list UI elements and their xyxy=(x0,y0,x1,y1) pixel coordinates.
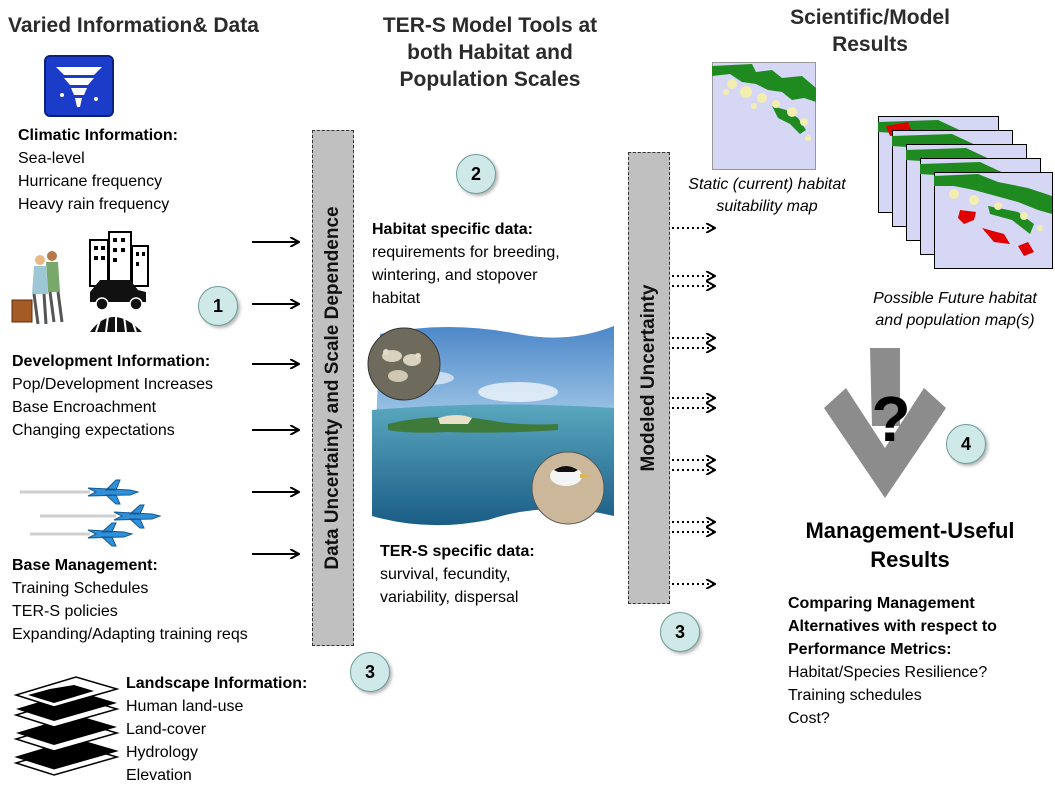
static-map-caption: Static (current) habitat suitability map xyxy=(676,174,858,218)
management-item: Training schedules xyxy=(788,687,922,704)
heading-varied-information: Varied Information& Data xyxy=(8,14,259,37)
habitat-title: Habitat specific data: xyxy=(372,221,533,238)
heading-scientific-results-line: Scientific/Model xyxy=(790,6,950,29)
base-management: Base Management: Training Schedules TER-… xyxy=(12,554,248,646)
heading-model-tools-line: Population Scales xyxy=(399,68,581,91)
question-mark: ? xyxy=(871,383,911,455)
future-map-caption-line: and population map(s) xyxy=(875,312,1035,329)
habitat-line: habitat xyxy=(372,290,421,307)
static-habitat-map xyxy=(712,62,816,170)
management-subtitle-line: Comparing Management xyxy=(788,595,975,612)
heading-model-tools: TER-S Model Tools at both Habitat and Po… xyxy=(350,12,630,93)
future-habitat-maps xyxy=(878,116,1053,269)
ters-line: survival, fecundity, xyxy=(380,566,511,583)
habitat-line: wintering, and stopover xyxy=(372,267,538,284)
step-badge-1: 1 xyxy=(198,286,238,326)
management-item: Habitat/Species Resilience? xyxy=(788,664,988,681)
heading-model-tools-line: TER-S Model Tools at xyxy=(382,14,598,37)
development-item: Changing expectations xyxy=(12,422,175,439)
base-management-item: Training Schedules xyxy=(12,580,149,597)
heading-model-tools-line: both Habitat and xyxy=(407,41,573,64)
landscape-item: Elevation xyxy=(126,767,192,784)
landscape-item: Human land-use xyxy=(126,698,244,715)
management-item: Cost? xyxy=(788,710,830,727)
ters-title: TER-S specific data: xyxy=(380,543,535,560)
landscape-item: Land-cover xyxy=(126,721,207,738)
management-title-line: Results xyxy=(870,547,950,572)
future-map-caption-line: Possible Future habitat xyxy=(873,290,1037,307)
tornado-icon xyxy=(44,55,114,117)
climatic-item: Hurricane frequency xyxy=(18,173,163,190)
base-management-item: TER-S policies xyxy=(12,603,118,620)
development-title: Development Information: xyxy=(12,353,211,370)
static-map-caption-line: suitability map xyxy=(716,198,818,215)
habitat-photo xyxy=(367,326,614,526)
management-title: Management-Useful Results xyxy=(770,516,1050,574)
climatic-item: Heavy rain frequency xyxy=(18,196,170,213)
ters-line: variability, dispersal xyxy=(380,589,519,606)
management-subtitle-line: Performance Metrics: xyxy=(788,641,952,658)
development-item: Pop/Development Increases xyxy=(12,376,213,393)
development-information: Development Information: Pop/Development… xyxy=(12,350,213,442)
development-item: Base Encroachment xyxy=(12,399,157,416)
landscape-item: Hydrology xyxy=(126,744,199,761)
habitat-specific-data: Habitat specific data: requirements for … xyxy=(372,218,560,310)
climatic-title: Climatic Information: xyxy=(18,127,179,144)
future-map-sheet xyxy=(934,172,1053,269)
fighter-jets-icon xyxy=(20,479,162,547)
climatic-item: Sea-level xyxy=(18,150,85,167)
climatic-information: Climatic Information: Sea-level Hurrican… xyxy=(18,124,178,216)
ters-specific-data: TER-S specific data: survival, fecundity… xyxy=(380,540,535,609)
heading-scientific-results: Scientific/Model Results xyxy=(740,4,1000,58)
future-map-caption: Possible Future habitat and population m… xyxy=(856,288,1054,332)
data-uncertainty-label: Data Uncertainty and Scale Dependence xyxy=(322,206,343,570)
modeled-uncertainty-label: Modeled Uncertainty xyxy=(638,284,659,472)
step-badge-4: 4 xyxy=(946,424,986,464)
landscape-information: Landscape Information: Human land-use La… xyxy=(126,672,307,787)
management-subtitle-line: Alternatives with respect to xyxy=(788,618,997,635)
step-badge-2: 2 xyxy=(456,154,496,194)
development-clipart-icon xyxy=(11,231,149,333)
data-uncertainty-bar: Data Uncertainty and Scale Dependence xyxy=(312,130,354,646)
landscape-title: Landscape Information: xyxy=(126,675,308,692)
base-management-item: Expanding/Adapting training reqs xyxy=(12,626,248,643)
management-details: Comparing Management Alternatives with r… xyxy=(788,592,997,730)
heading-scientific-results-line: Results xyxy=(832,33,908,56)
habitat-line: requirements for breeding, xyxy=(372,244,560,261)
static-map-caption-line: Static (current) habitat xyxy=(688,176,846,193)
management-title-line: Management-Useful xyxy=(805,518,1015,543)
model-output-arrows xyxy=(672,214,726,598)
input-arrows xyxy=(252,228,308,568)
landscape-layers-icon xyxy=(13,676,120,776)
step-badge-3-data: 3 xyxy=(350,652,390,692)
funnel-arrow-icon xyxy=(824,348,946,498)
modeled-uncertainty-bar: Modeled Uncertainty xyxy=(628,152,670,604)
step-badge-3-model: 3 xyxy=(660,612,700,652)
base-management-title: Base Management: xyxy=(12,557,158,574)
